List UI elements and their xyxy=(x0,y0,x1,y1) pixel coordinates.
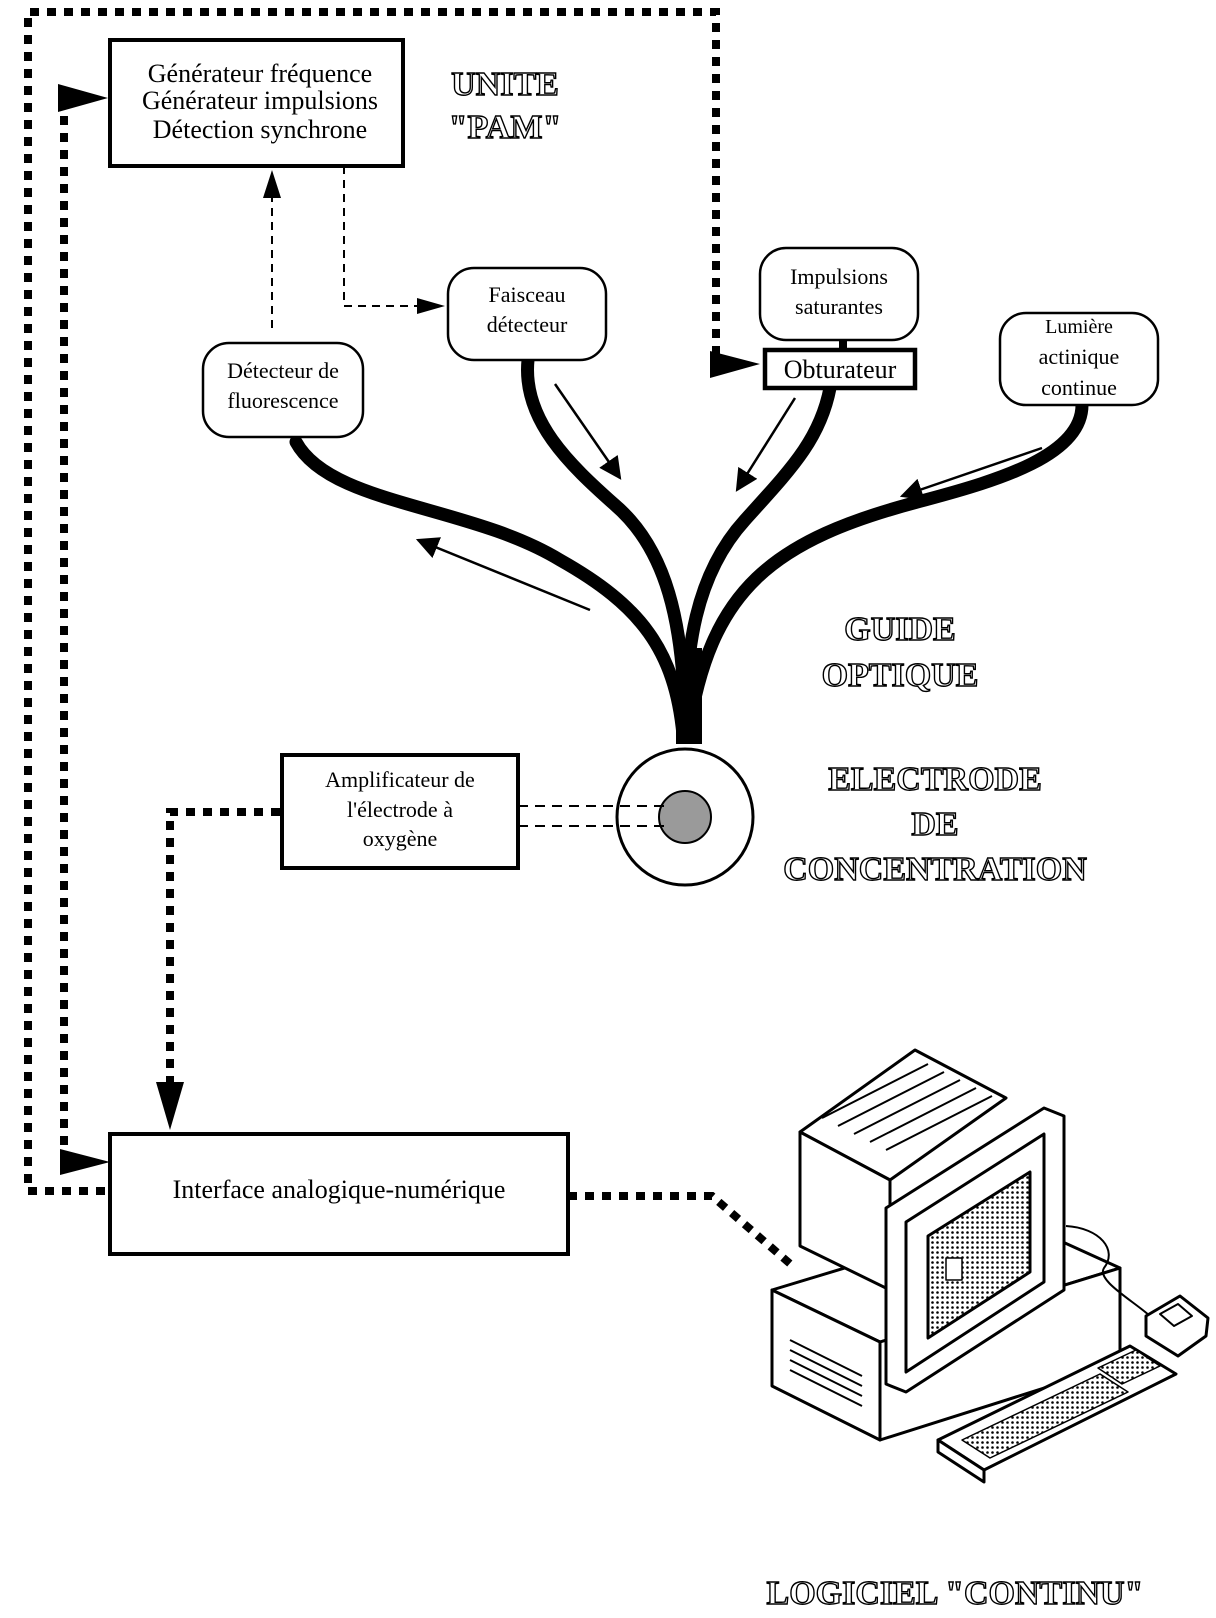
optical-guide-line-2: OPTIQUE xyxy=(822,657,979,694)
arrow-to-beam xyxy=(417,298,445,314)
electrode-title: ELECTRODE DE CONCENTRATION xyxy=(783,760,1088,888)
interface-box: Interface analogique-numérique xyxy=(108,1132,570,1256)
saturating-pulses-box: Impulsions saturantes xyxy=(758,246,920,342)
computer-base-vents xyxy=(789,1339,863,1407)
interface-to-computer-line xyxy=(568,1192,798,1272)
saturating-pulses-line-1: Impulsions xyxy=(790,264,888,289)
arrow-to-interface-left xyxy=(60,1149,110,1175)
electrode-title-line-2: DE xyxy=(911,806,958,843)
unit-title-line-2: "PAM" xyxy=(449,109,562,146)
mouse-icon xyxy=(1144,1294,1210,1358)
monitor-screen xyxy=(926,1170,1032,1340)
generator-box: Générateur fréquence Générateur impulsio… xyxy=(108,38,405,168)
arrow-to-generator xyxy=(58,84,108,112)
detector-beam-line-2: détecteur xyxy=(487,312,568,337)
generator-to-beam-line xyxy=(343,166,420,307)
fluorescence-detector-box: Détecteur de fluorescence xyxy=(201,341,365,439)
amplifier-line-2: l'électrode à xyxy=(347,797,453,822)
unit-title-line-1: UNITE xyxy=(451,66,559,103)
fiber-trunk xyxy=(676,648,702,744)
detector-beam-line-1: Faisceau xyxy=(489,282,566,307)
light-direction-arrows xyxy=(415,383,1043,612)
loop-arrowheads xyxy=(58,84,760,1175)
fiber-fluorescence xyxy=(289,435,690,742)
signal-arrowheads xyxy=(263,170,445,314)
desktop-computer-icon xyxy=(770,1048,1210,1484)
screen-window xyxy=(945,1257,963,1281)
arrow-actinic-direction xyxy=(899,446,1043,501)
actinic-light-line-1: Lumière xyxy=(1045,316,1113,338)
generator-line-1: Générateur fréquence xyxy=(148,59,372,88)
oxygen-electrode xyxy=(615,747,755,887)
electrode-title-line-3: CONCENTRATION xyxy=(783,851,1087,888)
fluorescence-detector-line-2: fluorescence xyxy=(227,388,338,413)
detector-beam-box: Faisceau détecteur xyxy=(446,266,608,362)
arrow-to-shutter xyxy=(710,351,760,378)
mouse-cable xyxy=(1065,1225,1151,1317)
amplifier-electrode-cable xyxy=(518,805,668,827)
arrow-fluorescence-direction xyxy=(415,537,591,612)
arrow-up-to-generator xyxy=(263,170,281,198)
inner-loop-line xyxy=(60,93,85,1167)
interface-label: Interface analogique-numérique xyxy=(173,1175,506,1204)
saturating-pulses-line-2: saturantes xyxy=(795,294,883,319)
keyboard-numpad xyxy=(1097,1349,1161,1385)
fiber-detector-beam xyxy=(521,353,692,742)
electrode-core xyxy=(658,790,712,844)
shutter-label: Obturateur xyxy=(784,355,897,384)
fiber-shutter xyxy=(678,381,837,742)
actinic-light-line-3: continue xyxy=(1041,375,1117,400)
fiber-actinic xyxy=(681,398,1089,742)
monitor-ribs xyxy=(821,1063,993,1151)
optical-fiber-bundle xyxy=(289,353,1089,744)
keyboard-keys xyxy=(961,1373,1129,1459)
amplifier-line-3: oxygène xyxy=(363,826,438,851)
amplifier-box: Amplificateur de l'électrode à oxygène xyxy=(280,753,520,870)
unit-title: UNITE "PAM" xyxy=(448,65,562,146)
shutter-box: Obturateur xyxy=(762,347,918,391)
actinic-light-box: Lumière actinique continue xyxy=(998,311,1160,407)
generator-line-3: Détection synchrone xyxy=(153,115,367,144)
signal-lines xyxy=(271,166,420,328)
keyboard-front xyxy=(936,1438,986,1484)
generator-line-2: Générateur impulsions xyxy=(142,86,378,115)
actinic-light-line-2: actinique xyxy=(1039,344,1120,369)
amplifier-to-interface-line xyxy=(166,808,280,1085)
software-title: LOGICIEL "CONTINU" xyxy=(767,1575,1144,1612)
mouse-button xyxy=(1159,1303,1193,1327)
fluorescence-detector-line-1: Détecteur de xyxy=(227,358,339,383)
arrow-shutter-direction xyxy=(735,397,797,492)
amplifier-line-1: Amplificateur de xyxy=(325,767,475,792)
arrow-to-interface-top xyxy=(156,1082,184,1130)
optical-guide-line-1: GUIDE xyxy=(844,611,955,648)
optical-guide-title: GUIDE OPTIQUE xyxy=(821,610,979,694)
electrode-title-line-1: ELECTRODE xyxy=(828,761,1042,798)
arrow-beam-direction xyxy=(553,383,622,480)
